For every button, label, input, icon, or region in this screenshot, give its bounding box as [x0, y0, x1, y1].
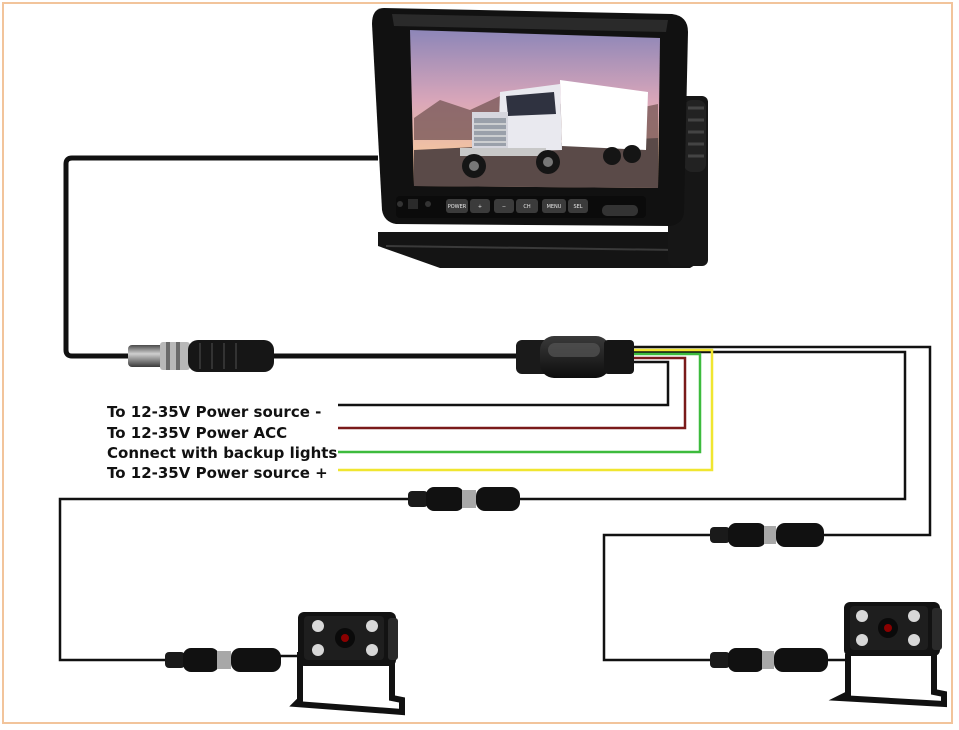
monitor: POWER + − CH MENU SEL: [372, 8, 708, 268]
wire-label-power-positive: To 12-35V Power source +: [107, 464, 328, 482]
monitor-button[interactable]: [516, 199, 538, 213]
camera-connector-left: [165, 648, 281, 672]
monitor-button[interactable]: [446, 199, 468, 213]
power-wires: [338, 348, 714, 472]
wire-label-power-negative: To 12-35V Power source -: [107, 403, 322, 421]
monitor-button-label: CH: [523, 204, 530, 210]
camera-connector-right: [710, 648, 828, 672]
monitor-button[interactable]: [470, 199, 490, 213]
wire-acc: [338, 356, 687, 430]
splitter-box: [516, 336, 634, 378]
camera-left: [289, 612, 405, 716]
camera-right: [828, 602, 947, 708]
wire-label-power-acc: To 12-35V Power ACC: [107, 424, 288, 442]
monitor-cable: [63, 155, 520, 359]
wire-label-backup-lights: Connect with backup lights: [107, 444, 338, 462]
monitor-aviation-connector: [128, 340, 274, 372]
monitor-button-label: MENU: [547, 204, 562, 210]
wire-backup: [338, 352, 702, 454]
wire-positive: [338, 348, 714, 472]
monitor-button-label: −: [502, 204, 506, 210]
extension-connector-upper-left: [408, 487, 520, 511]
wire-negative: [338, 360, 670, 407]
truck-image: [460, 80, 648, 178]
extension-connector-upper-right: [710, 523, 824, 547]
monitor-button[interactable]: [542, 199, 566, 213]
monitor-button[interactable]: [568, 199, 588, 213]
monitor-button-label: POWER: [448, 204, 467, 210]
monitor-button-label: +: [478, 204, 482, 210]
monitor-button-label: SEL: [573, 204, 582, 210]
monitor-buttons: POWER + − CH MENU SEL: [446, 199, 588, 213]
monitor-button[interactable]: [494, 199, 514, 213]
